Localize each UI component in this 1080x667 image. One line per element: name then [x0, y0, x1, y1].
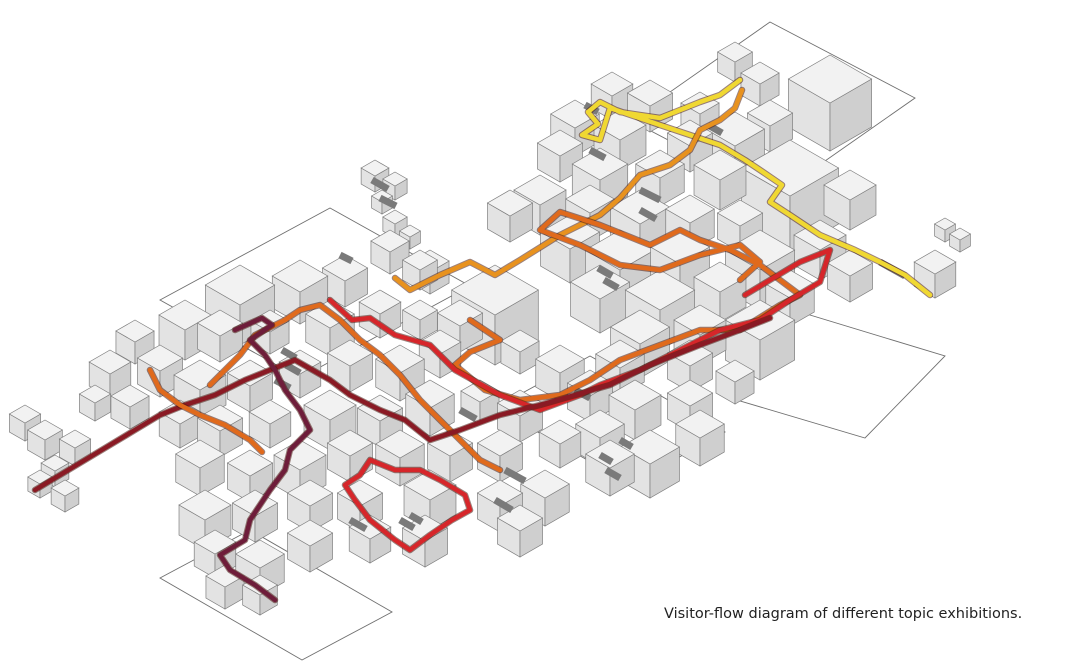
exhibition-blocks — [8, 41, 972, 616]
visitor-path-maroon — [217, 315, 313, 603]
corridor-stub — [503, 466, 527, 485]
exhibition-block — [823, 169, 877, 231]
corridor-stub — [284, 361, 302, 377]
exhibition-block — [740, 61, 780, 107]
exhibition-block — [286, 519, 334, 573]
exhibition-block — [401, 299, 439, 341]
corridor-stub — [602, 276, 620, 292]
corridor-stub — [408, 511, 424, 526]
exhibition-block — [326, 429, 374, 483]
visitor-path-dark-red — [32, 315, 773, 493]
exhibition-block — [538, 419, 582, 469]
exhibition-block — [196, 404, 244, 458]
exhibition-block — [205, 564, 245, 610]
visitor-path-yellow — [579, 77, 933, 298]
exhibition-block — [136, 344, 184, 398]
corridor-stub — [348, 516, 368, 533]
corridor-stub — [378, 194, 398, 210]
visitor-paths — [31, 76, 934, 604]
exhibition-block — [715, 359, 755, 405]
corridor-stub — [398, 516, 416, 532]
exhibition-block — [826, 249, 874, 303]
corridor-stub — [458, 406, 478, 423]
exhibition-block — [26, 419, 64, 461]
corridor-stub — [493, 496, 514, 514]
exhibition-block — [321, 254, 369, 308]
corridor-stub — [638, 186, 662, 204]
exhibition-block — [50, 479, 80, 513]
exhibition-block — [675, 409, 725, 467]
corridor-stub — [596, 264, 614, 280]
exhibition-block — [569, 264, 631, 334]
exhibition-block — [241, 574, 279, 616]
exhibition-block — [78, 384, 112, 422]
corridor-stub — [338, 251, 354, 265]
exhibition-block — [248, 399, 292, 449]
corridor-stub — [280, 346, 298, 362]
exhibition-block — [693, 149, 747, 211]
corridor-stub — [598, 451, 614, 466]
exhibition-block — [196, 309, 244, 363]
visitor-path-orange-left — [147, 367, 265, 455]
exhibition-block — [286, 479, 334, 533]
exhibition-block — [626, 79, 674, 133]
exhibition-block — [666, 339, 714, 393]
corridor-stub — [588, 146, 607, 162]
visitor-path-orange — [392, 87, 745, 293]
corridor-stub — [604, 466, 622, 482]
exhibition-block — [401, 249, 439, 291]
exhibition-block — [693, 261, 747, 323]
exhibition-block — [370, 229, 410, 275]
exhibition-block — [115, 319, 155, 365]
exhibition-block — [500, 329, 540, 375]
exhibition-block — [913, 249, 957, 299]
diagram-caption: Visitor-flow diagram of different topic … — [664, 606, 1023, 622]
corridor-stub — [370, 176, 390, 193]
corridor-stub — [618, 436, 634, 451]
exhibition-block — [948, 227, 972, 253]
exhibition-block — [486, 189, 534, 243]
exhibition-block — [375, 429, 425, 487]
visitor-path-red-lower — [342, 457, 473, 553]
corridor-connectors — [273, 101, 907, 533]
corridor-stub — [638, 206, 658, 223]
exhibition-block — [585, 439, 635, 497]
